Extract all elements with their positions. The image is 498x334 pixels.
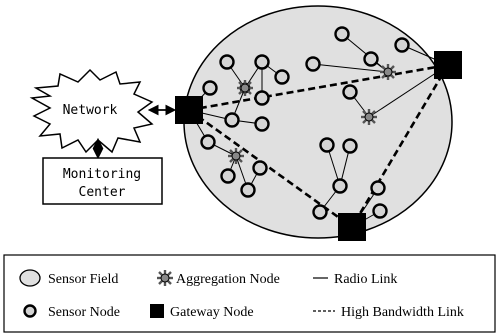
sensor-node <box>220 168 236 184</box>
sensor-node <box>342 84 358 100</box>
sensor-node <box>370 180 386 196</box>
sensor-node <box>363 51 379 67</box>
monitoring-center-line1: Monitoring <box>63 167 141 182</box>
sensor-node <box>254 54 270 70</box>
network-label: Network <box>63 103 118 118</box>
sensor-node-icon <box>23 304 37 318</box>
aggregation-node-icon <box>157 270 173 286</box>
aggregation-node <box>380 64 396 80</box>
legend-sensor-node: Sensor Node <box>48 305 120 320</box>
aggregation-node <box>237 80 253 96</box>
legend-box <box>3 254 496 333</box>
sensor-node <box>252 160 268 176</box>
legend-high-bandwidth-link: High Bandwidth Link <box>341 305 464 320</box>
sensor-node <box>224 112 240 128</box>
legend-radio-link: Radio Link <box>334 272 397 287</box>
aggregation-nodes <box>228 64 396 164</box>
sensor-node <box>200 134 216 150</box>
sensor-nodes <box>200 26 410 220</box>
sensor-node <box>254 116 270 132</box>
sensor-node <box>319 137 335 153</box>
sensor-node <box>305 56 321 72</box>
sensor-node <box>240 182 256 198</box>
aggregation-node <box>361 109 377 125</box>
sensor-node <box>394 37 410 53</box>
sensor-node <box>342 138 358 154</box>
gateway-node <box>338 213 366 241</box>
network-cloud <box>29 68 154 154</box>
gateway-node <box>434 51 462 79</box>
sensor-node <box>254 90 270 106</box>
legend-sensor-field: Sensor Field <box>48 272 118 287</box>
sensor-node <box>332 178 348 194</box>
aggregation-node <box>228 148 244 164</box>
monitoring-center-line2: Center <box>79 185 126 200</box>
legend-aggregation-node: Aggregation Node <box>176 272 280 287</box>
sensor-field-icon <box>19 269 41 287</box>
monitoring-center-box <box>42 157 163 205</box>
sensor-node <box>274 69 290 85</box>
sensor-node <box>312 204 328 220</box>
sensor-node <box>334 26 350 42</box>
gateway-node <box>175 96 203 124</box>
sensor-node <box>202 80 218 96</box>
sensor-node <box>372 203 388 219</box>
gateway-node-icon <box>150 304 164 318</box>
legend: Sensor Field Aggregation Node Radio Link… <box>3 254 496 333</box>
sensor-node <box>219 54 235 70</box>
legend-gateway-node: Gateway Node <box>170 305 254 320</box>
gateway-nodes <box>175 51 462 241</box>
